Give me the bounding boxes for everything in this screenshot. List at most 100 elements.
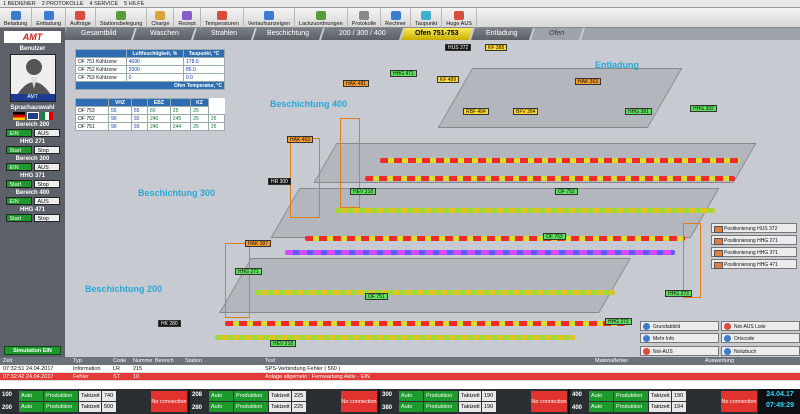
section-off-button[interactable]: AUS [33,129,60,137]
takt-label: Taktzeit [459,402,481,412]
station-label[interactable]: KF 489 [437,76,460,83]
flag-germany-icon[interactable] [12,112,25,120]
toolbar-button[interactable]: Protokolle [348,8,382,28]
station-label[interactable]: HAK 387 [245,240,272,247]
menu-item[interactable]: 2 PROTOKOLLE [41,1,84,7]
station-label[interactable]: RBF 484 [463,108,489,115]
station-label[interactable]: HK 280 [158,320,181,327]
section-off-button[interactable]: Stop [33,146,60,154]
connection-status: No connection [151,391,187,412]
section-on-button[interactable]: EIN [5,197,32,205]
tab[interactable]: Strahlen [193,28,257,40]
toolbar-label: Huge AUS [446,21,472,27]
alarm-column-header[interactable]: Code [113,358,127,364]
unload-area [437,68,683,128]
station-label[interactable]: HEV 218 [270,340,297,347]
flag-italy-icon[interactable] [40,112,53,120]
alarm-column-header[interactable]: Nummer [133,358,152,364]
menu-item[interactable]: 4 SERVICE [89,1,119,7]
station-label[interactable]: HHG 272 [605,318,632,325]
station-label[interactable]: OF 751 [365,293,388,300]
toolbar-button[interactable]: Charge [147,8,175,28]
toolbar-button[interactable]: Lackzuordnungen [295,8,348,28]
alarm-column-header[interactable]: Text [265,358,276,364]
station-label[interactable]: BFV 384 [513,108,539,115]
mode-indicator: Auto [399,391,423,401]
toolbar-button[interactable]: Entladung [32,8,67,28]
tab[interactable]: Gesamtbild [65,28,137,40]
user-name: AMT [10,94,55,101]
tab[interactable]: 200 / 300 / 400 [321,28,405,40]
toolbar-button[interactable]: Aufträge [66,8,96,28]
section-on-button[interactable]: EIN [5,129,32,137]
station-label[interactable]: HHG 391 [625,108,652,115]
station-icon [116,11,127,20]
section-on-button[interactable]: Start [5,214,32,222]
tab[interactable]: Ofen [531,28,585,40]
station-label[interactable]: HHG 392 [690,105,717,112]
station-label[interactable]: HUS 372 [445,44,472,51]
positioning-button[interactable]: Positionierung HHG 371 [711,247,797,257]
toolbar-button[interactable]: Huge AUS [442,8,477,28]
toolbar-button[interactable]: Taupunkt [411,8,443,28]
station-label[interactable]: HR 300 [268,178,291,185]
menu-item[interactable]: 1 BEDIENER [3,1,36,7]
toolbar-button[interactable]: Verlaufsanzeigen [244,8,295,28]
section-on-button[interactable]: Start [5,146,32,154]
menu-item[interactable]: 5 HILFE [124,1,145,7]
nav-button[interactable]: Grundabbild [640,321,719,331]
alarm-column-header[interactable]: Materialfehler [595,358,629,364]
nav-button[interactable]: Notizbuch [721,345,800,356]
alarm-column-header[interactable]: Bereich [155,358,174,364]
section-on-button[interactable]: EIN [5,163,32,171]
section-off-button[interactable]: Stop [33,214,60,222]
station-label[interactable]: KF 388 [485,44,508,51]
tab[interactable]: Entladung [471,28,535,40]
nav-button[interactable]: Ortscode [721,333,800,344]
station-label[interactable]: HHG 471 [390,70,417,77]
alarm-column-header[interactable]: Zeit [3,358,13,364]
toolbar-button[interactable]: Rezept [174,8,201,28]
flag-uk-icon[interactable] [26,112,39,120]
station-label[interactable]: HEV 318 [350,188,377,195]
toolbar-button[interactable]: Temperaturen [201,8,244,28]
station-label[interactable]: HAK 481 [343,80,370,87]
toolbar-button[interactable]: Rechner [381,8,411,28]
tab[interactable]: Beschichtung [253,28,325,40]
nav-button[interactable]: Not-AUS [640,345,719,356]
conveyor-line-6 [255,290,615,295]
section-off-button[interactable]: Stop [33,180,60,188]
alarm-column-header[interactable]: Auswertung [705,358,735,364]
tab[interactable]: Ofen 751-753 [401,28,475,40]
toolbar-button[interactable]: Stationsbelegung [96,8,148,28]
section-off-button[interactable]: AUS [33,197,60,205]
simulation-button[interactable]: Simulation EIN [4,346,61,355]
nav-button[interactable]: Mehr Info [640,333,719,344]
station-label[interactable]: HHG 271 [235,268,262,275]
user-avatar[interactable]: AMT [9,54,56,102]
alarm-column-header[interactable]: Station [185,358,203,364]
station-label[interactable]: HAK 463 [287,136,314,143]
toolbar-label: Stationsbelegung [99,21,143,27]
toolbar-button[interactable]: Beladung [0,8,33,28]
positioning-button[interactable]: Positionierung HUS 372 [711,223,797,233]
connection-status: No connection [721,391,757,412]
positioning-button[interactable]: Positionierung HHG 271 [711,235,797,245]
nav-button[interactable]: Not-AUS Liste [721,321,800,331]
station-label[interactable]: OF 753 [543,233,566,240]
positioning-button[interactable]: Positionierung HHG 471 [711,259,797,269]
toolbar-label: Rechner [385,21,406,27]
tab[interactable]: Waschen [133,28,197,40]
station-label[interactable]: HAK 363 [575,78,602,85]
nav-icon [724,323,731,330]
alarm-column-header[interactable]: Typ [73,358,82,364]
station-label[interactable]: OF 752 [555,188,578,195]
section-on-button[interactable]: Start [5,180,32,188]
section-off-button[interactable]: AUS [33,163,60,171]
station-label[interactable]: HHG 273 [665,290,692,297]
